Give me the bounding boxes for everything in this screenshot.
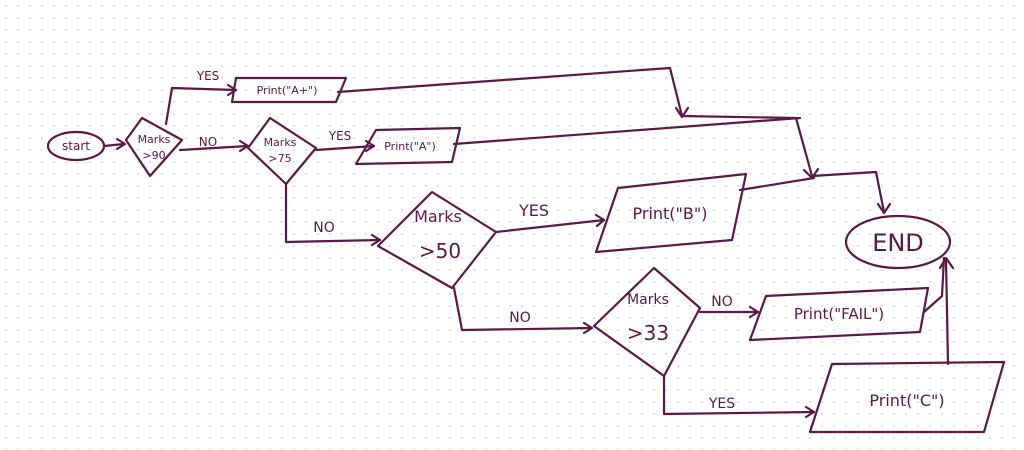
output-print-a-shape: [354, 126, 462, 166]
connector-c-to-end: [938, 256, 955, 366]
decision-marks-gt-90-label-line2: >90: [142, 149, 165, 162]
edge-label-d75-yes: YES: [328, 129, 352, 143]
output-print-a-plus: Print("A+"): [230, 76, 348, 104]
connector-b-to-end: [738, 176, 816, 192]
decision-marks-gt-33-label-line2: >33: [627, 321, 669, 345]
start-node-label: start: [62, 139, 90, 153]
connector-d75-no: [284, 182, 382, 247]
decision-marks-gt-75-label-line2: >75: [268, 152, 291, 165]
start-node: start: [46, 130, 106, 162]
decision-marks-gt-90: Marks >90: [124, 116, 184, 178]
connector-start-to-d90: [102, 137, 127, 151]
output-print-b: Print("B"): [594, 172, 748, 254]
output-print-c-label: Print("C"): [869, 391, 944, 410]
edge-label-d90-no: NO: [199, 135, 217, 149]
output-print-fail-label: Print("FAIL"): [794, 305, 884, 323]
output-print-fail: Print("FAIL"): [748, 286, 930, 342]
edge-label-d50-yes: YES: [518, 201, 549, 220]
output-print-a-plus-label: Print("A+"): [257, 84, 318, 97]
connector-d33-no: [698, 305, 760, 319]
decision-marks-gt-33-label-line1: Marks: [627, 292, 669, 308]
decision-marks-gt-90-shape: [124, 116, 184, 178]
decision-marks-gt-50-label-line2: >50: [419, 239, 461, 263]
decision-marks-gt-50-shape: [376, 190, 498, 290]
output-print-a-plus-shape: [230, 76, 348, 104]
end-node: END: [844, 214, 952, 270]
output-print-c-shape: [808, 360, 1006, 434]
decision-marks-gt-75-shape: [246, 116, 318, 186]
connector-d90-yes: [164, 83, 238, 126]
edge-label-d33-yes: YES: [708, 396, 735, 412]
decision-marks-gt-50-label-line1: Marks: [414, 207, 462, 226]
connector-d90-no: [178, 139, 250, 153]
connector-fail-to-end: [922, 256, 946, 314]
decision-marks-gt-75: Marks >75: [246, 116, 318, 186]
decision-marks-gt-75-label-line1: Marks: [264, 136, 297, 149]
end-node-label: END: [872, 229, 924, 257]
decision-marks-gt-90-label-line1: Marks: [138, 133, 171, 146]
output-print-fail-shape: [748, 286, 930, 342]
connector-d50-no: [452, 286, 594, 335]
edge-label-d33-no: NO: [711, 294, 733, 310]
connector-a-to-end: [452, 116, 802, 146]
connector-d75-yes: [314, 139, 376, 153]
connector-d50-yes: [494, 213, 606, 234]
output-print-c: Print("C"): [808, 360, 1006, 434]
connector-d33-yes: [662, 374, 816, 419]
edge-label-d90-yes: YES: [196, 69, 220, 83]
output-print-b-label: Print("B"): [633, 204, 708, 223]
decision-marks-gt-50: Marks >50: [376, 190, 498, 290]
output-print-b-shape: [594, 172, 748, 254]
edge-label-d75-no: NO: [313, 220, 335, 236]
end-node-shape: [844, 214, 952, 270]
edge-label-d50-no: NO: [509, 310, 531, 326]
output-print-a: Print("A"): [354, 126, 462, 166]
output-print-a-label: Print("A"): [384, 140, 436, 153]
decision-marks-gt-33: Marks >33: [592, 266, 702, 378]
